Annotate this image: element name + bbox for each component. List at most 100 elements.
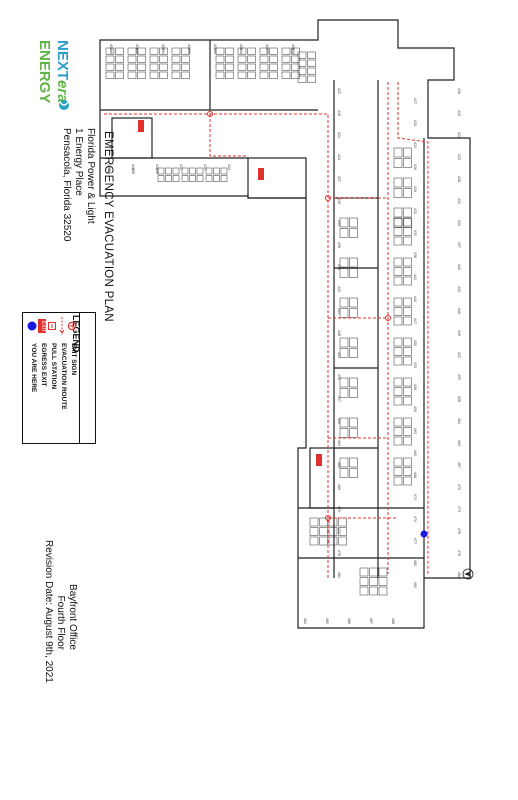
desk <box>339 428 349 438</box>
room-number: 402 <box>135 44 139 50</box>
room-number: 460 <box>337 418 341 424</box>
room-number: 468 <box>413 472 417 478</box>
desk-clusters <box>105 47 412 596</box>
room-number: 478 <box>337 550 341 556</box>
desk <box>393 257 403 267</box>
desk <box>349 377 358 388</box>
desk <box>403 436 412 446</box>
room-number: 428 <box>457 176 461 182</box>
desk <box>291 63 300 71</box>
room-number: 404 <box>187 44 191 50</box>
desk <box>339 228 349 238</box>
desk <box>220 167 228 175</box>
desk <box>105 63 115 71</box>
desk <box>393 476 403 486</box>
room-number: 480 <box>413 560 417 566</box>
revision-info: Bayfront Office Fourth Floor Revision Da… <box>42 540 78 683</box>
desk <box>205 167 213 175</box>
room-number: 466 <box>337 462 341 468</box>
desk <box>369 586 378 596</box>
room-number: 423 <box>413 142 417 148</box>
room-number: 485 <box>325 618 329 624</box>
desk <box>349 217 358 228</box>
desk <box>393 347 403 356</box>
desk <box>403 307 412 316</box>
desk <box>115 71 124 79</box>
desk <box>393 307 403 316</box>
evacuation-route-lines <box>104 82 429 578</box>
desk <box>137 55 146 63</box>
desk <box>393 217 403 227</box>
desk <box>403 396 412 406</box>
room-number: 473 <box>457 506 461 512</box>
desk <box>339 217 349 228</box>
room-number: 472 <box>337 506 341 512</box>
desk <box>339 468 349 478</box>
room-number: 492 <box>187 48 191 54</box>
desk <box>115 63 124 71</box>
floor-name: Fourth Floor <box>55 595 66 650</box>
desk <box>259 47 269 55</box>
desk <box>349 257 358 268</box>
room-number: 410 <box>131 164 135 170</box>
room-number: 496 <box>291 48 295 54</box>
desk <box>328 536 338 546</box>
desk <box>137 63 146 71</box>
desk <box>181 175 189 182</box>
legend-label: EGRESS EXIT <box>40 343 47 387</box>
desk <box>403 188 412 198</box>
desk <box>403 236 412 246</box>
desk <box>403 387 412 396</box>
desk <box>149 63 159 71</box>
room-number: 467 <box>457 462 461 468</box>
room-number: 440 <box>457 264 461 270</box>
desk <box>393 457 403 467</box>
desk <box>378 577 388 586</box>
desk <box>393 177 403 188</box>
desk <box>403 337 412 347</box>
desk <box>349 297 358 308</box>
desk <box>403 457 412 467</box>
legend-divider <box>79 313 80 443</box>
room-number: 415 <box>337 88 341 94</box>
exit-sign-icon <box>385 315 391 321</box>
desk <box>393 377 403 387</box>
room-number: 413 <box>203 164 207 170</box>
desk <box>213 175 220 182</box>
desk <box>349 468 358 478</box>
desk <box>403 377 412 387</box>
exit-sign-icon <box>325 195 331 201</box>
room-number: 419 <box>457 110 461 116</box>
desk <box>127 55 137 63</box>
desk <box>339 297 349 308</box>
legend-item-evacuation-route: EVACUATION ROUTE <box>57 317 67 441</box>
desk <box>181 167 189 175</box>
desk <box>349 268 358 278</box>
desk <box>269 55 278 63</box>
desk <box>403 276 412 286</box>
desk <box>349 308 358 318</box>
room-number: 463 <box>337 440 341 446</box>
desk <box>225 47 234 55</box>
desk <box>281 71 291 79</box>
desk <box>339 388 349 398</box>
desk <box>237 47 247 55</box>
desk <box>349 388 358 398</box>
you-are-here-icon <box>420 530 428 538</box>
desk <box>215 63 225 71</box>
room-number: 493 <box>213 48 217 54</box>
desk <box>247 47 256 55</box>
desk <box>281 63 291 71</box>
room-number: 454 <box>337 374 341 380</box>
room-number: 479 <box>457 550 461 556</box>
room-number: 462 <box>413 428 417 434</box>
desk <box>338 517 347 527</box>
room-number: 438 <box>413 252 417 258</box>
desk <box>149 71 159 79</box>
room-number: 446 <box>457 308 461 314</box>
exit-sign-icon <box>325 515 331 521</box>
desk <box>181 47 190 55</box>
desk <box>328 527 338 536</box>
company-name: Florida Power & Light <box>85 128 96 224</box>
room-number: 430 <box>337 198 341 204</box>
